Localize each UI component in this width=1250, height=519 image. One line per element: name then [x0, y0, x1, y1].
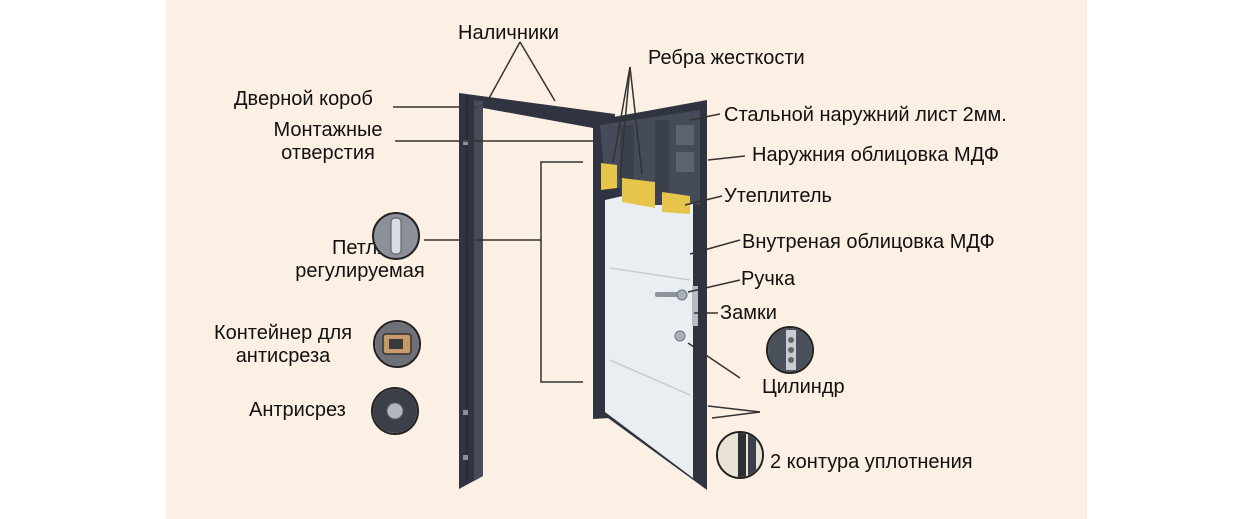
locks-detail-circle: [766, 326, 814, 374]
antisrez-detail-circle: [371, 387, 419, 435]
hinge-icon: [374, 214, 418, 258]
seal-contours-icon: [718, 433, 762, 477]
antisrez-pin-icon: [373, 389, 417, 433]
handle-rosette: [676, 289, 688, 301]
rib-slot: [676, 125, 694, 145]
antisrez-container-detail-circle: [373, 320, 421, 368]
label-montazhnye: Монтажные отверстия: [273, 119, 383, 164]
seal-detail-circle: [716, 431, 764, 479]
lock-bolts: [692, 286, 698, 326]
panel-groove: [609, 359, 691, 396]
label-uteplitel: Утеплитель: [724, 185, 832, 207]
door-frame-inner-edge: [474, 100, 483, 481]
label-cilindr: Цилиндр: [762, 376, 845, 398]
door-leaf-panel: [605, 180, 693, 478]
label-ruchka: Ручка: [741, 268, 796, 290]
label-vnutrennyaya-oblicovka: Внутреная облицовка МДФ: [742, 231, 995, 253]
mounting-hole: [463, 455, 468, 460]
stiffening-rib: [655, 120, 669, 205]
label-naruzhnaya-oblicovka: Наружния облицовка МДФ: [752, 144, 1000, 166]
lock-bolts-icon: [768, 328, 812, 372]
label-konteiner: Контейнер для антисреза: [213, 322, 353, 367]
cylinder-rosette: [674, 330, 686, 342]
label-kontury: 2 контура уплотнения: [770, 451, 973, 473]
insulation: [662, 192, 690, 214]
rib-slot: [676, 152, 694, 172]
insulation: [601, 163, 617, 190]
label-antisrez: Антрисрез: [249, 399, 346, 421]
label-rebra: Ребра жесткости: [648, 47, 805, 69]
label-zamki: Замки: [720, 302, 777, 324]
hinge-detail-circle: [372, 212, 420, 260]
label-dvernoi-korob: Дверной короб: [234, 88, 373, 110]
insulation: [622, 178, 655, 208]
label-nalichniki: Наличники: [458, 22, 559, 44]
mounting-hole: [463, 410, 468, 415]
label-stalnoi-list: Стальной наружний лист 2мм.: [724, 104, 1007, 126]
mounting-hole: [463, 140, 468, 145]
container-icon: [375, 322, 419, 366]
door-handle: [655, 292, 683, 297]
leader-lines: [393, 41, 761, 419]
panel-groove: [609, 267, 691, 281]
